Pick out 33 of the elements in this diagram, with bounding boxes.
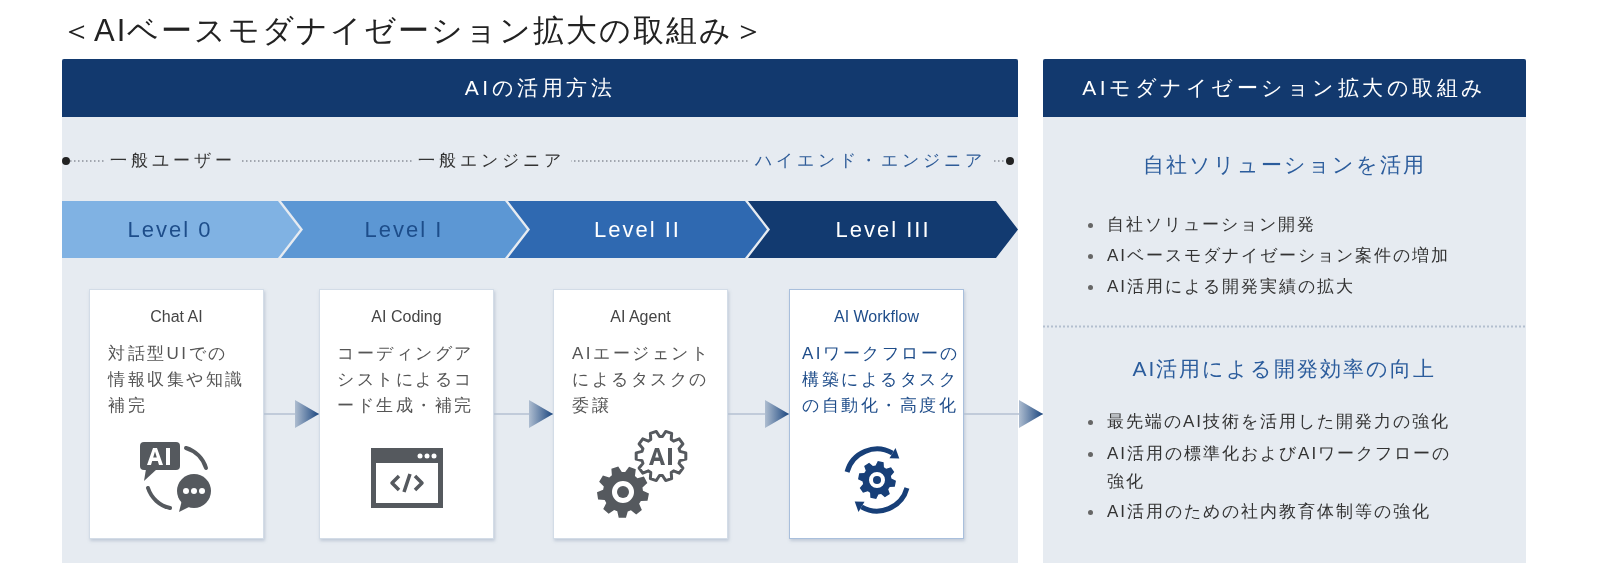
panel (1043, 59, 1526, 563)
section-heading: AI活用による開発効率の向上 (1132, 356, 1437, 382)
card-text: コーディングアシストによるコード生成・補完 (337, 343, 475, 417)
title: ＜AIベースモダナイゼーション拡大の取組み＞ (61, 12, 767, 50)
card-text: AIエージェントによるタスクの委譲 (572, 343, 712, 417)
section-heading: 自社ソリューションを活用 (1143, 152, 1426, 178)
bullet-text: AI活用による開発実績の拡大 (1107, 276, 1356, 298)
header-bar: AIモダナイゼーション拡大の取組み (1043, 59, 1526, 117)
card-text: AIワークフローの構築によるタスクの自動化・高度化 (802, 343, 961, 417)
chevron-step: Level III (748, 201, 1018, 258)
bullet-text: AIベースモダナイゼーション案件の増加 (1107, 245, 1451, 267)
bullet-text: 自社ソリューション開発 (1107, 214, 1316, 236)
arrow (493, 400, 554, 428)
card (89, 289, 264, 539)
chevron-step: Level II (508, 201, 767, 258)
header-bar: AIの活用方法 (62, 59, 1018, 117)
card-text: 対話型UIでの情報収集や知識補完 (108, 343, 246, 417)
bullet-text: AI活用のための社内教育体制等の強化 (1107, 501, 1432, 523)
card-title: AI Workflow (833, 307, 920, 327)
bullet-text: AI活用の標準化およびAIワークフローの強化 (1107, 443, 1453, 493)
panel (62, 59, 1018, 563)
card-title: AI Agent (610, 307, 671, 327)
card-title: Chat AI (150, 307, 203, 327)
card (789, 289, 964, 539)
arrow (963, 400, 1044, 428)
card (319, 289, 494, 539)
card-title: AI Coding (371, 307, 442, 327)
card (553, 289, 728, 539)
arrow (727, 400, 790, 428)
chevron-step: Level I (281, 201, 527, 258)
bullet-text: 最先端のAI技術を活用した開発力の強化 (1107, 411, 1451, 433)
arrow (263, 400, 320, 428)
chevron-step: Level 0 (62, 201, 300, 258)
